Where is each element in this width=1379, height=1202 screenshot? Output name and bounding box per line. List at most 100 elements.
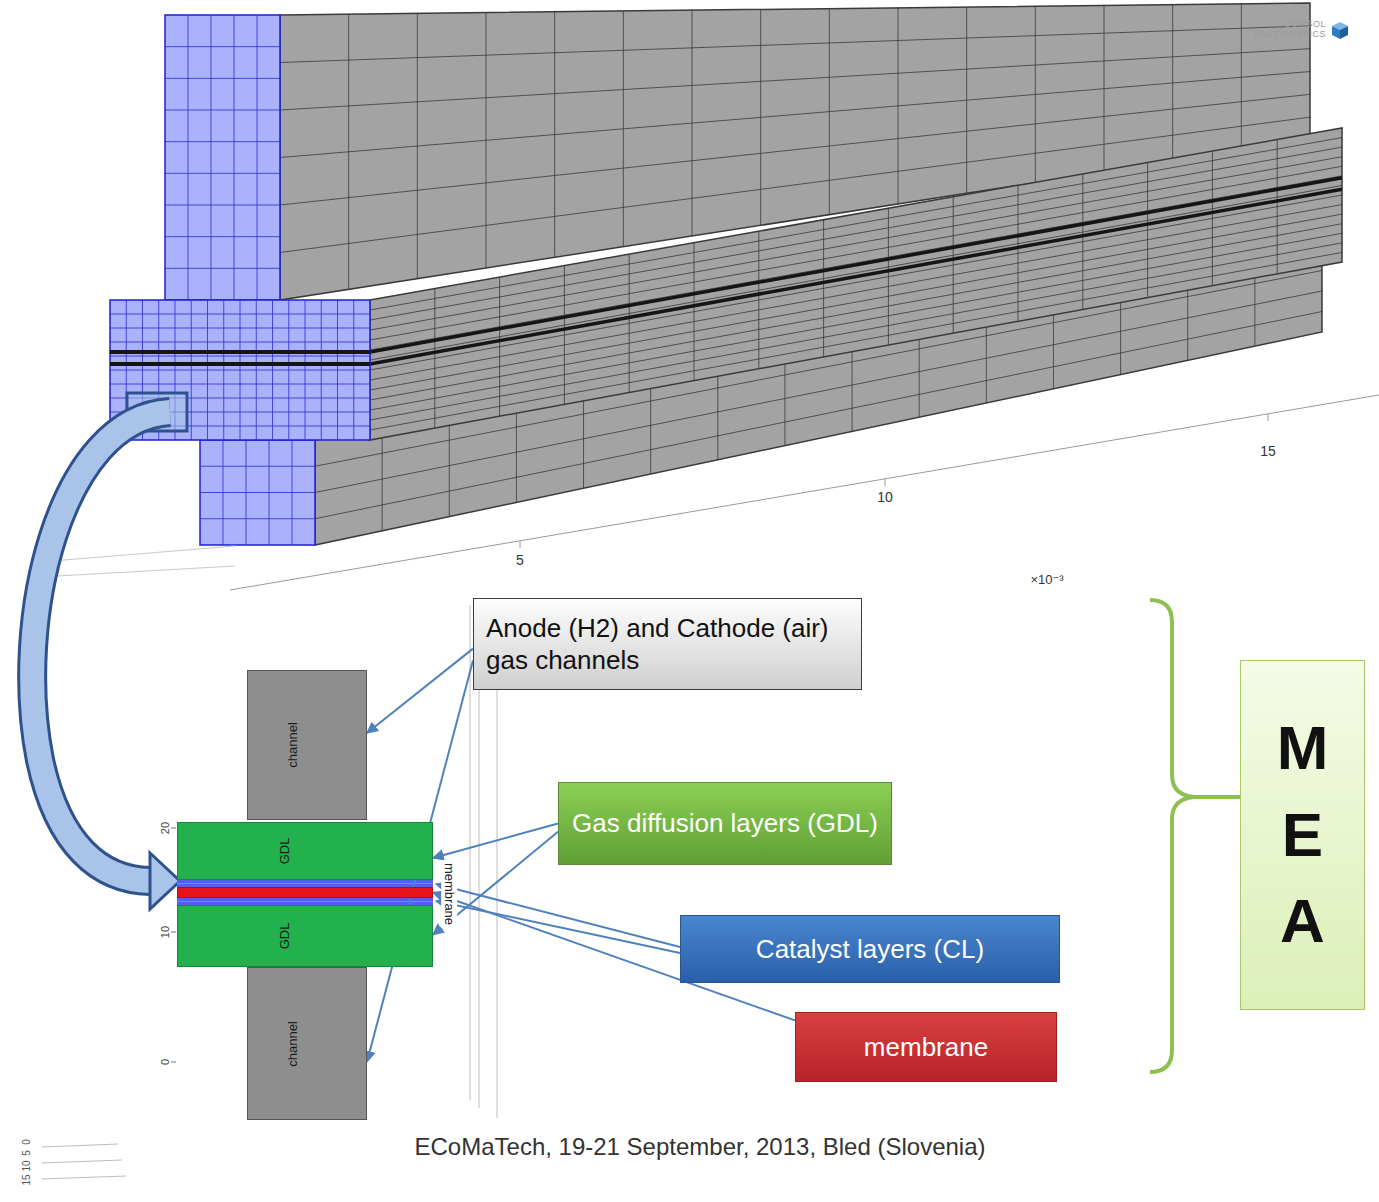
mesh-line — [257, 15, 258, 300]
group-box: M E A — [1240, 660, 1365, 1010]
mesh-line — [177, 883, 433, 884]
mesh-line — [280, 49, 1310, 110]
axis-tick-label: 0 — [21, 1139, 32, 1145]
mesh-line — [211, 15, 212, 300]
mesh-line — [234, 15, 235, 300]
axis-tick-label: 0 — [159, 1059, 171, 1065]
mea-block — [370, 128, 1342, 440]
mesh-line — [280, 72, 1310, 158]
mesh-line — [370, 166, 1342, 340]
mesh-line — [110, 314, 370, 315]
mesh-line — [177, 901, 433, 902]
channel-face — [200, 440, 315, 545]
axis-line — [42, 1160, 122, 1163]
layer-label: GDL — [278, 838, 292, 865]
membrane-layer: membrane — [177, 887, 433, 898]
mesh-line — [370, 224, 1342, 400]
mesh-line — [370, 233, 1342, 410]
axis-line — [42, 1144, 118, 1147]
axis-tick — [171, 932, 176, 933]
axis-tick — [885, 479, 886, 486]
mesh-line — [165, 46, 280, 47]
zoom-arrowhead — [150, 853, 180, 909]
mesh-line — [370, 185, 1342, 360]
layer-label: channel — [286, 1021, 300, 1067]
layer-label: GDL — [278, 923, 292, 950]
logo-cube — [1340, 26, 1348, 39]
leader-arrow — [433, 824, 558, 858]
mesh-line — [200, 492, 315, 493]
gas-channel: channel — [247, 967, 367, 1120]
membrane-band — [370, 178, 1342, 352]
axis-line — [40, 546, 235, 562]
axis-line — [497, 640, 498, 1118]
axis-tick-label: 20 — [159, 822, 171, 834]
axis-line — [230, 395, 1379, 590]
membrane-band — [110, 350, 370, 354]
catalyst-leaders — [436, 884, 680, 953]
axis-tick-label: 10 — [21, 1160, 32, 1171]
mesh-line — [370, 157, 1342, 330]
axis-tick-label: 5 — [516, 553, 524, 568]
mesh-line — [370, 147, 1342, 320]
callout-text: Catalyst layers (CL) — [756, 933, 984, 966]
group-title: M E A — [1265, 705, 1339, 965]
callout-box: membrane — [795, 1012, 1057, 1082]
leader-arrow — [436, 901, 680, 953]
logo-text: COMSOL MULTIPHYSICS — [1248, 20, 1326, 40]
gas-channel: channel — [247, 670, 367, 820]
axis-tick — [171, 828, 176, 829]
mesh-line — [110, 342, 370, 343]
layer-label: channel — [286, 722, 300, 768]
mesh-line — [165, 236, 280, 237]
mesh-line — [110, 356, 370, 357]
mesh-line — [110, 370, 370, 371]
callout-text: Anode (H2) and Cathode (air) gas channel… — [486, 612, 849, 677]
callout-text: Gas diffusion layers (GDL) — [572, 807, 878, 840]
callout-text: membrane — [864, 1031, 988, 1064]
callout-box: Catalyst layers (CL) — [680, 915, 1060, 983]
mesh-line — [110, 384, 370, 385]
axis-line — [470, 605, 471, 1100]
catalyst-layers — [177, 880, 433, 905]
axis-tick — [1268, 414, 1269, 421]
mesh-line — [200, 518, 315, 519]
axis-lines — [40, 395, 1379, 590]
leader-arrow — [433, 832, 558, 935]
mesh-line — [165, 110, 280, 111]
callout-box: Gas diffusion layers (GDL) — [558, 782, 892, 865]
mesh-line — [110, 328, 370, 329]
axis-tick-label: 10 — [159, 926, 171, 938]
membrane-band — [370, 189, 1342, 364]
axis-tick — [520, 541, 521, 548]
mesh-line — [370, 243, 1342, 420]
mesh-3d — [110, 3, 1342, 545]
gas-diffusion-layer: GDL — [177, 822, 433, 880]
mesh-line — [370, 176, 1342, 350]
mesh-line — [370, 205, 1342, 380]
mesh-line — [370, 214, 1342, 390]
mesh-line — [370, 252, 1342, 430]
bracket — [1150, 600, 1240, 1072]
layer-label: membrane — [441, 859, 457, 927]
channel-face — [200, 440, 315, 545]
axis-tick-label: 10 — [877, 490, 893, 505]
zoom-arrow — [32, 412, 170, 881]
mesh-line — [188, 15, 189, 300]
plot-box-lines — [42, 605, 497, 1179]
callout-box: Anode (H2) and Cathode (air) gas channel… — [473, 598, 862, 690]
mesh-line — [165, 173, 280, 174]
mesh-line — [370, 138, 1342, 310]
mesh-line — [200, 466, 315, 467]
mea-bracket — [1150, 600, 1240, 1072]
axis-line — [40, 566, 235, 577]
mea-block — [370, 128, 1342, 440]
axis-line — [42, 1176, 126, 1179]
axis-tick — [171, 1062, 176, 1063]
membrane-band — [110, 362, 370, 366]
logo-cube — [1332, 22, 1348, 39]
axis-tick-label: 5 — [21, 1150, 32, 1156]
axis-tick-label: 15 — [1260, 444, 1276, 459]
catalyst-layer — [177, 880, 433, 887]
